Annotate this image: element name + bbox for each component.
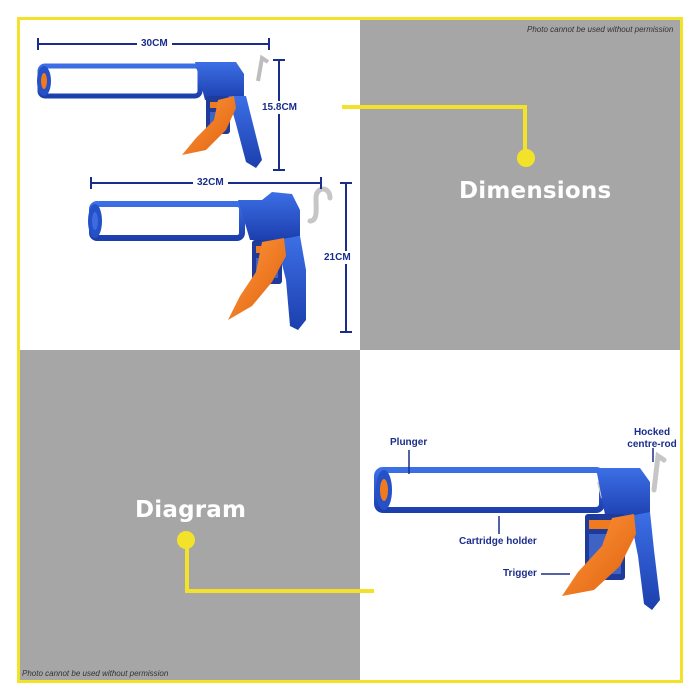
trigger-label: Trigger (503, 568, 537, 579)
diagram-leader-lines (408, 448, 654, 575)
diagram-label-panel (20, 350, 360, 680)
permission-notice-bottom: Photo cannot be used without permission (22, 669, 169, 678)
dimensions-connector (342, 105, 535, 167)
hocked-label-line2: centre-rod (627, 439, 677, 450)
caulking-gun-small (37, 54, 270, 168)
small-gun-height-label: 15.8CM (262, 101, 298, 114)
caulking-gun-diagram (374, 451, 667, 610)
dimension-lines-large (90, 177, 352, 333)
permission-notice-top: Photo cannot be used without permission (527, 25, 674, 34)
dimensions-label-panel (360, 20, 680, 350)
large-gun-height-label: 21CM (324, 251, 351, 264)
small-gun-width-label: 30CM (137, 38, 172, 49)
diagram-heading: Diagram (135, 497, 247, 523)
dimensions-heading: Dimensions (459, 178, 612, 204)
plunger-label: Plunger (390, 437, 428, 448)
caulking-gun-large (88, 186, 333, 330)
cartridge-holder-label: Cartridge holder (459, 536, 537, 547)
diagram-connector (177, 531, 374, 593)
large-gun-width-label: 32CM (193, 177, 228, 188)
hocked-centre-rod-label: Hocked centre-rod (622, 427, 682, 451)
infographic-frame (17, 17, 683, 683)
hocked-label-line1: Hocked (633, 427, 671, 438)
